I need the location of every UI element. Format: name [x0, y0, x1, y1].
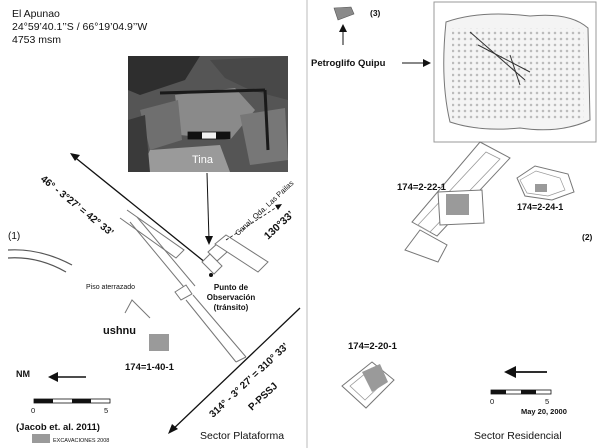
- residential-structure-main: [404, 141, 511, 263]
- legend-excavation-label: EXCAVACIONES 2008: [53, 438, 109, 444]
- observation-point-marker: [209, 273, 213, 277]
- site-elevation: 4753 msm: [12, 34, 61, 46]
- canal-label: Canal, Qda. Las Pailas: [233, 178, 295, 237]
- bearing-upper-label: 46° - 3°27’ = 42° 33’: [38, 174, 115, 239]
- terrace-label: Piso aterrazado: [86, 284, 135, 291]
- platform-structure: [119, 209, 247, 363]
- observation-label-line-2: Observación: [207, 293, 256, 302]
- scale-left-tick-0: 0: [31, 406, 35, 415]
- petroglyph-inset-icon: [333, 6, 355, 21]
- photo-caption: Tina: [192, 154, 214, 166]
- excavation-photo: Tina: [128, 56, 288, 172]
- ushnu-label: ushnu: [103, 325, 136, 337]
- site-name: El Apunao: [12, 8, 60, 20]
- citation-label: (Jacob et. al. 2011): [16, 422, 100, 433]
- sight-line-upper: [71, 154, 207, 264]
- photo-pointer-line: [206, 172, 210, 241]
- sector-plataforma-title: Sector Plataforma: [200, 430, 284, 442]
- scale-bar-right: 0 5: [490, 389, 552, 406]
- legend-excavation-swatch: [32, 434, 50, 443]
- sector-residencial-title: Sector Residencial: [474, 430, 562, 442]
- panel-number-left: (1): [8, 231, 20, 242]
- excavation-unit-2-22-1: [446, 194, 469, 215]
- observation-label-line-3: (tránsito): [214, 303, 249, 312]
- north-label: NM: [16, 369, 30, 379]
- excavation-unit-2-20-1: [362, 364, 388, 392]
- sight-line-lower-arrowhead: [168, 424, 178, 434]
- ushnu-excavation-unit: [149, 334, 169, 351]
- site-coordinates: 24°59’40.1’’S / 66°19’04.9’’W: [12, 21, 147, 33]
- petroglyph-quipu-drawing: [433, 1, 597, 143]
- petroglyph-label: Petroglifo Quipu: [311, 58, 386, 69]
- canal-direction-arrowhead: [275, 204, 282, 210]
- arc-inner: [7, 257, 67, 273]
- sight-line-upper-arrowhead: [70, 153, 80, 161]
- bearing-canal-label: 130°33’: [262, 209, 297, 243]
- scale-bar-left: 0 5: [31, 398, 111, 415]
- inset-number: (3): [370, 8, 381, 18]
- survey-date: May 20, 2000: [521, 407, 567, 416]
- scale-right-tick-5: 5: [545, 397, 549, 406]
- observation-label-line-1: Punto de: [214, 283, 249, 292]
- terrace-wall: [124, 299, 151, 319]
- residential-structure-east: [516, 165, 575, 201]
- scale-right-tick-0: 0: [490, 397, 494, 406]
- north-arrow-right-icon: [504, 366, 516, 378]
- petroglyph-arrow-icon: [423, 59, 431, 67]
- excavation-label-2-22-1: 174=2-22-1: [397, 182, 447, 193]
- arc-outer: [7, 249, 73, 266]
- excavation-label-2-24-1: 174=2-24-1: [517, 202, 563, 212]
- residential-structure-southwest: [341, 361, 395, 409]
- excavation-unit-2-24-1: [535, 184, 547, 192]
- tina-structure: [201, 234, 269, 277]
- panel-number-right: (2): [582, 232, 593, 242]
- excavation-label-2-20-1: 174=2-20-1: [348, 341, 398, 352]
- sight-line-lower: [169, 307, 301, 433]
- scale-left-tick-5: 5: [104, 406, 108, 415]
- excavation-label-ushnu: 174=1-40-1: [125, 362, 175, 373]
- canal-direction-line: [225, 204, 281, 241]
- photo-pointer-arrowhead: [205, 236, 213, 245]
- petroglyph-up-arrow-icon: [339, 24, 347, 32]
- north-arrow-icon: [48, 372, 58, 382]
